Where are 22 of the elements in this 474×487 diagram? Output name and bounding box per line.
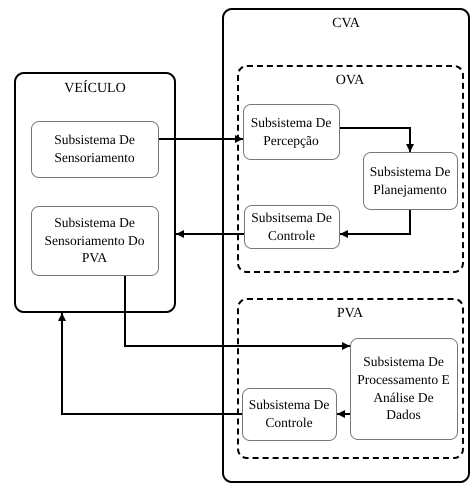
process-box: Subsistema De Sensoriamento Do PVA [30, 206, 158, 276]
process-box: Subsitsema De Controle [244, 204, 340, 248]
system-container [222, 8, 470, 483]
process-box: Subsistema De Processamento E Análise De Dados [350, 338, 458, 440]
arrow [159, 135, 243, 143]
group-heading: VEÍCULO [63, 79, 127, 98]
system-container [14, 72, 176, 313]
arrow [340, 210, 411, 238]
subsystem-group [236, 298, 464, 458]
arrow [337, 410, 350, 418]
arrow [176, 230, 244, 238]
arrow [340, 127, 414, 152]
subsystem-group [236, 64, 464, 272]
process-box: Subsistema De Planejamento [362, 152, 458, 210]
arrow [124, 276, 350, 350]
process-box: Subsistema De Sensoriamento [30, 120, 158, 178]
group-heading: OVA [334, 72, 366, 90]
process-box: Subsistema De Percepção [242, 104, 340, 160]
process-box: Subsistema De Controle [242, 388, 336, 440]
arrow [58, 313, 242, 415]
group-heading: PVA [336, 304, 364, 322]
group-heading: CVA [331, 15, 361, 33]
